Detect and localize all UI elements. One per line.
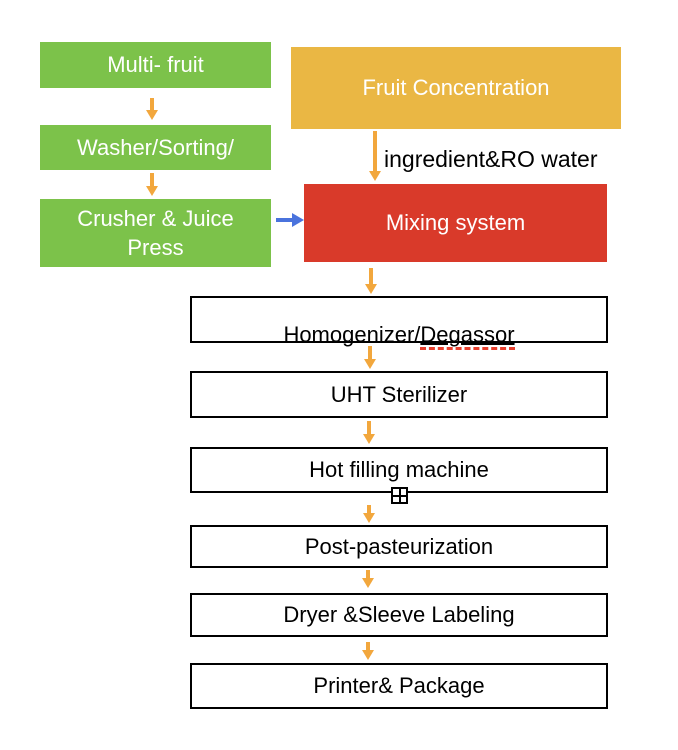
node-label: Crusher & Juice Press	[77, 205, 234, 260]
node-label: UHT Sterilizer	[330, 381, 468, 407]
node-label: Washer/Sorting/	[77, 134, 234, 160]
node-label: Fruit Concentration	[362, 75, 550, 101]
node-dryer-sleeve-labeling[interactable]: Dryer &Sleeve Labeling	[190, 593, 608, 637]
down-arrow-icon	[150, 98, 154, 110]
node-label: Mixing system	[385, 210, 526, 236]
edge-label-ingredient-ro-water: ingredient&RO water	[384, 146, 598, 172]
down-arrow-icon	[367, 505, 371, 513]
node-printer-package[interactable]: Printer& Package	[190, 663, 608, 709]
right-arrow-icon	[276, 218, 292, 222]
node-label: Printer& Package	[313, 673, 485, 699]
node-hot-filling-machine[interactable]: Hot filling machine	[190, 447, 608, 493]
node-label: Dryer &Sleeve Labeling	[283, 602, 515, 628]
label-prefix: Homogenizer/	[283, 321, 421, 347]
down-arrow-icon	[150, 173, 154, 186]
down-arrow-icon	[369, 268, 373, 284]
node-label: Hot filling machine	[309, 457, 489, 483]
node-washer-sorting[interactable]: Washer/Sorting/	[40, 125, 271, 170]
node-multi-fruit[interactable]: Multi- fruit	[40, 42, 271, 88]
node-crusher-juice-press[interactable]: Crusher & Juice Press	[40, 199, 271, 267]
down-arrow-icon	[367, 421, 371, 434]
node-label: Homogenizer/Degassor	[283, 290, 515, 350]
down-arrow-icon	[368, 346, 372, 359]
node-label: Multi- fruit	[107, 52, 204, 78]
node-post-pasteurization[interactable]: Post-pasteurization	[190, 525, 608, 568]
down-arrow-icon	[366, 642, 370, 650]
node-homogenizer-degassor[interactable]: Homogenizer/Degassor	[190, 296, 608, 350]
down-arrow-icon	[373, 131, 377, 171]
down-arrow-icon	[366, 570, 370, 578]
node-label: Post-pasteurization	[304, 533, 494, 559]
spellcheck-underlined-word: Degassor	[420, 321, 515, 350]
plus-handle-icon[interactable]	[391, 487, 408, 504]
node-mixing-system[interactable]: Mixing system	[304, 184, 607, 262]
node-fruit-concentration[interactable]: Fruit Concentration	[291, 47, 621, 129]
node-uht-sterilizer[interactable]: UHT Sterilizer	[190, 371, 608, 418]
